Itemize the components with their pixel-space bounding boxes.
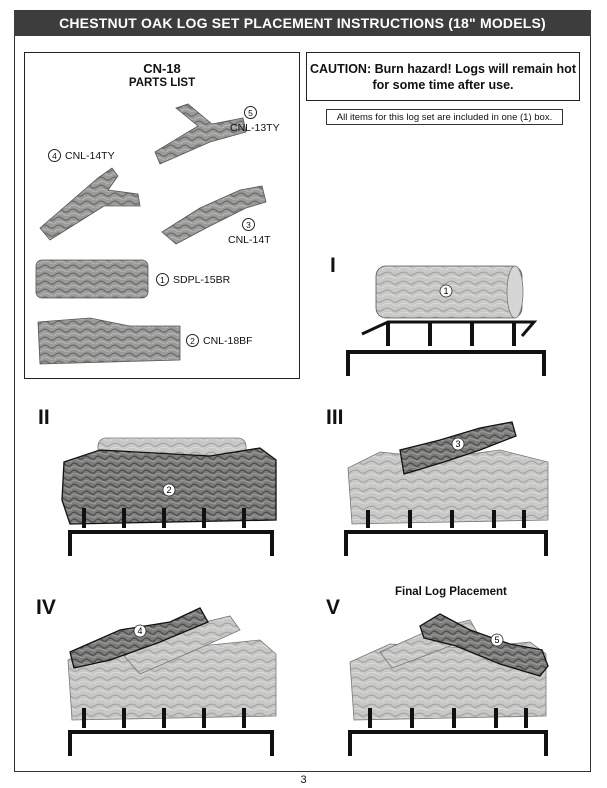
part-4-label: 4 CNL-14TY (48, 149, 115, 162)
step-4-illustration: 4 (67, 607, 277, 756)
parts-list-heading: PARTS LIST (128, 77, 196, 89)
step-5-illustration: 5 (348, 613, 549, 756)
step-3-illustration: 3 (344, 421, 549, 556)
part-5-marker: 5 (244, 106, 257, 119)
parts-list-box: CN-18 PARTS LIST (24, 52, 300, 379)
final-placement-label: Final Log Placement (395, 586, 507, 598)
step-3-label: III (326, 406, 344, 429)
caution-line-2: for some time after use. (372, 78, 514, 92)
part-2-code: CNL-18BF (203, 334, 253, 347)
step-2-label: II (38, 406, 50, 429)
part-3-marker: 3 (242, 218, 255, 231)
caution-line-1: CAUTION: Burn hazard! Logs will remain h… (310, 62, 576, 76)
step-4-label: IV (36, 596, 56, 619)
svg-text:2: 2 (166, 485, 171, 495)
part-4-code: CNL-14TY (65, 149, 115, 162)
svg-text:1: 1 (443, 286, 448, 296)
svg-text:5: 5 (494, 635, 499, 645)
step-1-illustration: 1 (346, 265, 546, 376)
caution-notice: CAUTION: Burn hazard! Logs will remain h… (306, 52, 580, 101)
part-2-label: 2 CNL-18BF (186, 334, 253, 347)
part-5-code: CNL-13TY (230, 122, 280, 134)
step-2-illustration: 2 (61, 437, 277, 556)
part-5-number: 5 (244, 106, 257, 119)
part-log-3-image (161, 185, 267, 245)
part-3-code: CNL-14T (228, 234, 271, 246)
part-log-1-image (35, 259, 149, 299)
part-2-number: 2 (186, 334, 199, 347)
model-number: CN-18 (143, 61, 181, 76)
part-1-code: SDPL-15BR (173, 273, 231, 286)
box-contents-note: All items for this log set are included … (326, 109, 563, 125)
part-log-5-image (154, 103, 247, 165)
part-1-label: 1 SDPL-15BR (156, 273, 230, 286)
svg-text:3: 3 (455, 439, 460, 449)
part-4-number: 4 (48, 149, 61, 162)
part-1-number: 1 (156, 273, 169, 286)
page-number: 3 (300, 774, 307, 786)
svg-text:4: 4 (137, 626, 142, 636)
step-5-label: V (326, 596, 341, 619)
part-3-number: 3 (242, 218, 255, 231)
part-log-4-image (39, 167, 141, 241)
step-1-label: I (330, 254, 336, 277)
page-title: CHESTNUT OAK LOG SET PLACEMENT INSTRUCTI… (14, 10, 591, 36)
part-log-2-image (37, 317, 181, 365)
